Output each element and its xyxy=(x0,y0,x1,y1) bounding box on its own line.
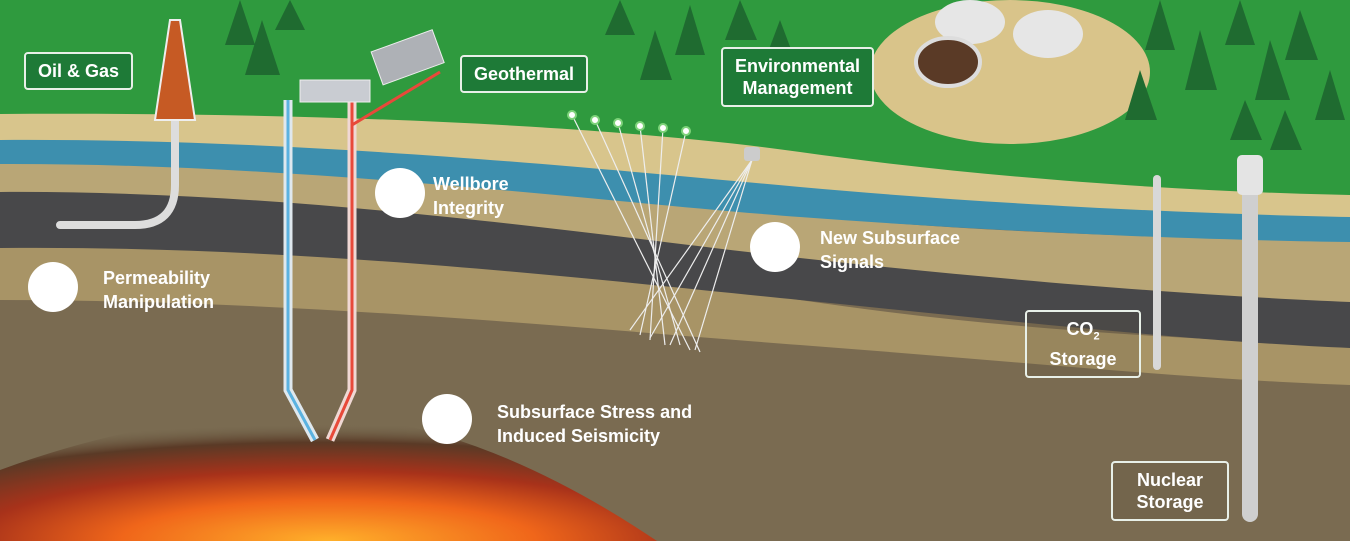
co2-prefix: CO xyxy=(1066,319,1094,339)
nuclear-line1: Nuclear xyxy=(1136,470,1204,490)
hot-production-pipe-core xyxy=(328,70,441,441)
permeability-icon xyxy=(28,262,78,312)
stress-line2: Induced Seismicity xyxy=(497,426,661,446)
topsoil-layer xyxy=(0,111,1350,217)
nuclear-line2: Storage xyxy=(1136,492,1204,512)
cracked-layer xyxy=(0,161,1350,302)
trees xyxy=(225,0,1345,150)
seismicity-icon xyxy=(422,394,472,444)
signals-monitor-icon xyxy=(750,222,800,272)
sensor-nodes xyxy=(567,110,691,136)
oil-derrick xyxy=(153,19,197,121)
pit xyxy=(914,36,982,88)
wellbore-label: Wellbore Integrity xyxy=(433,172,509,220)
nuclear-storage-shaft xyxy=(1242,170,1258,522)
sand-layer-lower xyxy=(0,244,1350,385)
environmental-line1: Environmental xyxy=(735,56,861,76)
signals-line1: New Subsurface xyxy=(820,228,961,248)
turbine-building xyxy=(370,29,445,86)
stress-line1: Subsurface Stress and xyxy=(497,402,693,422)
signals-label: New Subsurface Signals xyxy=(820,226,960,274)
signals-line2: Signals xyxy=(820,252,885,272)
pad-area xyxy=(870,0,1150,144)
wellbore-line2: Integrity xyxy=(433,198,505,218)
co2-subscript: 2 xyxy=(1093,330,1100,343)
seismic-rays xyxy=(571,114,753,353)
shale-layer xyxy=(0,189,1350,348)
wellbore-icon xyxy=(375,168,425,218)
oil-well-pipe xyxy=(56,106,179,229)
wellbore-line1: Wellbore xyxy=(433,174,509,194)
geothermal-label: Geothermal xyxy=(460,55,589,93)
permeability-line2: Manipulation xyxy=(103,292,214,312)
tank xyxy=(1013,10,1083,58)
environmental-management-label: Environmental Management xyxy=(721,47,875,107)
permeability-line1: Permeability xyxy=(103,268,211,288)
water-layer xyxy=(0,137,1350,242)
nuclear-storage-label: Nuclear Storage xyxy=(1111,461,1229,521)
co2-storage-label: CO2 Storage xyxy=(1025,310,1141,378)
cold-injection-pipe-core xyxy=(286,100,317,441)
signal-emitter xyxy=(744,147,760,161)
co2-line1: CO2 xyxy=(1039,318,1127,348)
tank xyxy=(935,0,1005,44)
geothermal-plant xyxy=(299,79,371,103)
co2-well-pipe xyxy=(1153,175,1161,370)
co2-line2: Storage xyxy=(1049,348,1117,369)
environmental-line2: Management xyxy=(742,78,853,98)
nuclear-storage-cap xyxy=(1237,155,1263,195)
permeability-label: Permeability Manipulation xyxy=(103,266,214,314)
oil-gas-label: Oil & Gas xyxy=(24,52,134,90)
stress-label: Subsurface Stress and Induced Seismicity xyxy=(497,400,692,448)
magma-chamber xyxy=(0,412,657,541)
